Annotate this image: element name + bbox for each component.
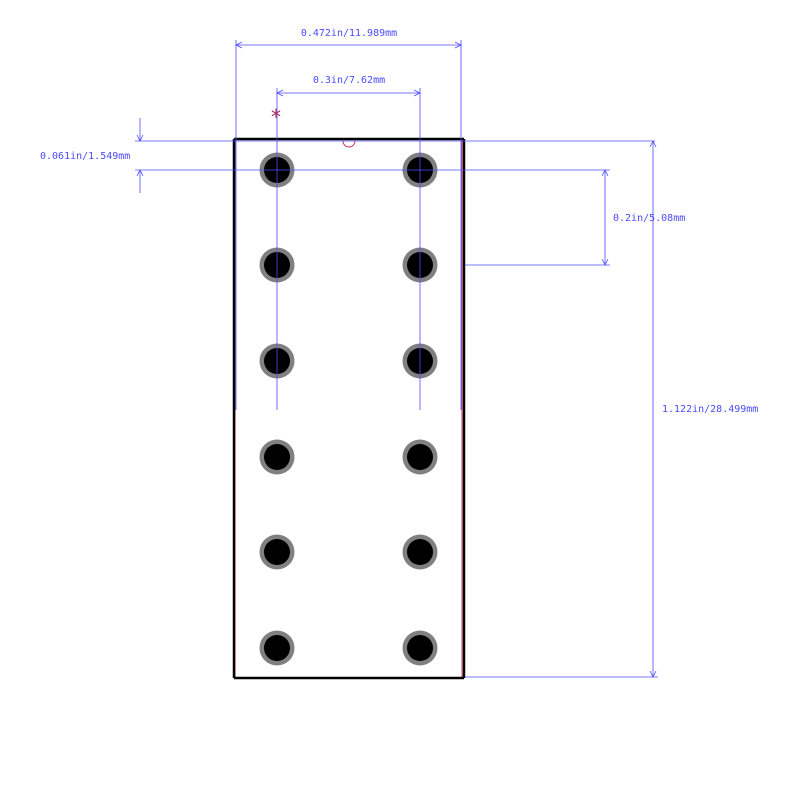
overall-height-label: 1.122in/28.499mm xyxy=(662,404,758,415)
dimension-labels: 0.472in/11.989mm 0.3in/7.62mm 0.061in/1.… xyxy=(40,28,758,415)
row-spacing-label: 0.3in/7.62mm xyxy=(313,75,385,86)
pad-offset-label: 0.061in/1.549mm xyxy=(40,151,130,162)
pad-left-5 xyxy=(259,534,295,570)
pad-hole xyxy=(264,539,290,565)
package-outline xyxy=(232,137,466,680)
pad-hole xyxy=(407,539,433,565)
pad-group xyxy=(259,152,438,666)
pad-hole xyxy=(264,635,290,661)
pad-left-6 xyxy=(259,630,295,666)
dimension-lines xyxy=(135,40,658,678)
pin-pitch-label: 0.2in/5.08mm xyxy=(613,213,685,224)
pad-right-4 xyxy=(402,439,438,475)
overall-width-label: 0.472in/11.989mm xyxy=(301,28,397,39)
pad-right-6 xyxy=(402,630,438,666)
pad-hole xyxy=(407,635,433,661)
dimension-arrowheads xyxy=(136,41,657,678)
pad-hole xyxy=(407,444,433,470)
silk-outline xyxy=(234,140,463,677)
pad-left-4 xyxy=(259,439,295,475)
pin1-marker: * xyxy=(271,105,281,129)
pad-hole xyxy=(264,444,290,470)
pad-right-5 xyxy=(402,534,438,570)
pin1-notch xyxy=(342,140,356,148)
